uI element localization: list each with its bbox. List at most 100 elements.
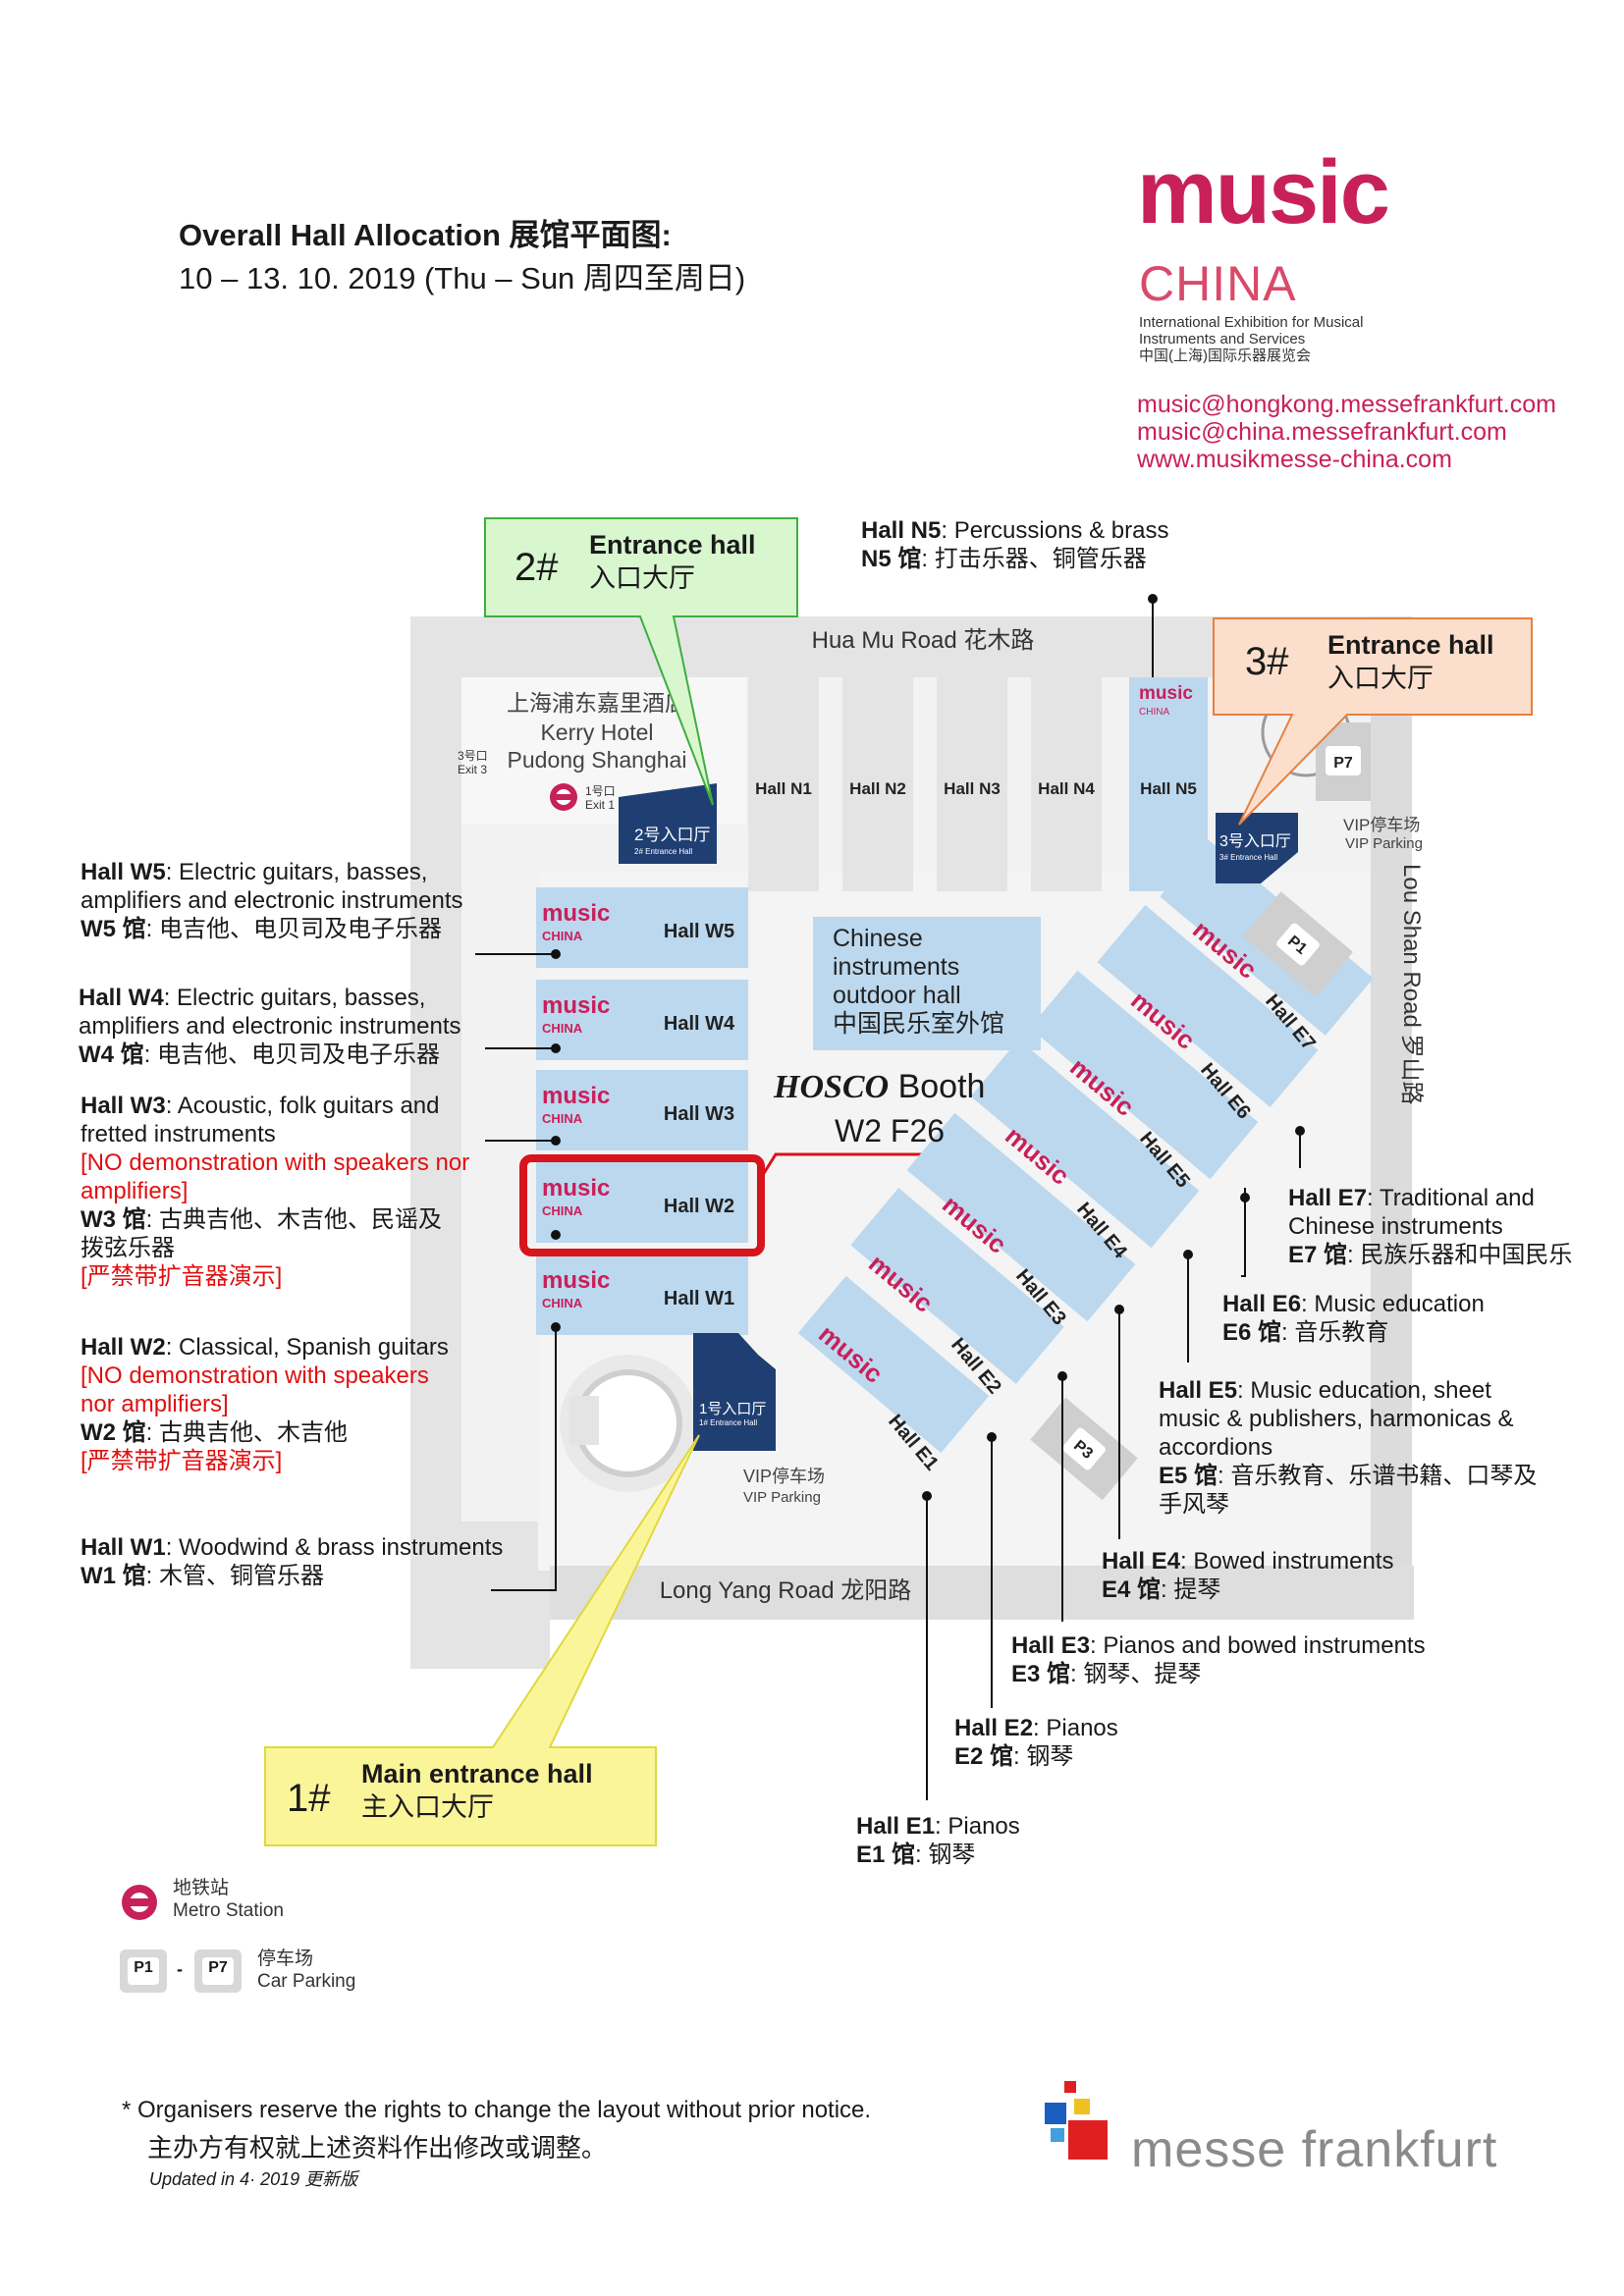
e7-cn: : 民族乐器和中国民乐 [1347,1242,1573,1268]
event-dates: 10 – 13. 10. 2019 (Thu – Sun 周四至周日) [179,261,746,295]
w2-cn-warning: [严禁带扩音器演示] [81,1448,283,1474]
n5-desc: : Percussions & brass [941,517,1169,544]
w4-music-badge: music [542,992,610,1019]
n5-china-badge: CHINA [1139,707,1169,718]
website-link[interactable]: www.musikmesse-china.com [1137,446,1452,473]
w3-warning-1: [NO demonstration with speakers nor [81,1149,470,1176]
w3-cn-hall: W3 馆 [81,1206,146,1233]
callout-3-cn: 入口大厅 [1327,664,1434,693]
callout-2-number: 2# [514,546,559,589]
e5-desc2: music & publishers, harmonicas & [1159,1406,1514,1432]
west-halls: music CHINA Hall W5 music CHINA Hall W4 … [519,887,992,1335]
w4-hall-name: Hall W4 [79,985,164,1011]
hall-n4-label: Hall N4 [1038,779,1095,798]
e7-desc2: Chinese instruments [1288,1213,1503,1240]
label-hall-w5: Hall W5: Electric guitars, basses, ampli… [81,858,463,943]
label-hall-w1: Hall W1: Woodwind & brass instruments W1… [81,1533,503,1590]
e1-cn: : 钢琴 [915,1842,976,1868]
e7-hall-name: Hall E7 [1288,1185,1368,1211]
w1-cn-hall: W1 馆 [81,1563,146,1589]
e3-cn-hall: E3 馆 [1011,1661,1071,1687]
hall-w1-label: Hall W1 [664,1288,734,1309]
n5-cn-hall: N5 馆 [861,546,922,572]
e5-cn2: 手风琴 [1159,1491,1229,1518]
callout-entrance-2: 2# [514,546,559,590]
w1-china-badge: CHINA [542,1296,583,1310]
vip-parking-en-east: VIP Parking [1345,835,1423,852]
email-link-china[interactable]: music@china.messefrankfurt.com [1137,418,1507,446]
legend-parking-cn: 停车场 [257,1949,314,1969]
legend-parking: 停车场 Car Parking [257,1948,355,1993]
logo-sub-line3: 中国(上海)国际乐器展览会 [1139,347,1311,364]
label-hall-e1: Hall E1: Pianos E1 馆: 钢琴 [856,1812,1020,1869]
legend-parking-en: Car Parking [257,1971,356,1992]
exit3-en: Exit 3 [458,763,487,776]
label-hall-e6: Hall E6: Music education E6 馆: 音乐教育 [1222,1290,1485,1347]
messe-frankfurt-wordmark: messe frankfurt [1131,2121,1498,2178]
e4-cn-hall: E4 馆 [1102,1576,1162,1603]
w5-hall-name: Hall W5 [81,859,166,885]
hall-w2-label: Hall W2 [664,1196,734,1217]
hosco-pointer-line [759,1152,992,1179]
exit3-cn: 3号口 [458,749,488,763]
logo-subtitle: International Exhibition for Musical Ins… [1139,314,1363,364]
e6-cn-hall: E6 馆 [1222,1319,1282,1346]
email-link-hk[interactable]: music@hongkong.messefrankfurt.com [1137,391,1556,418]
w4-china-badge: CHINA [542,1021,583,1036]
outdoor-hall [813,917,1041,1050]
e5-hall-name: Hall E5 [1159,1377,1238,1404]
e3-cn: : 钢琴、提琴 [1070,1661,1202,1687]
w2-desc: : Classical, Spanish guitars [165,1334,449,1361]
legend-parking-icons [120,1949,242,1993]
e5-desc: : Music education, sheet [1237,1377,1491,1404]
callout-2-text: Entrance hall 入口大厅 [589,528,756,595]
e2-desc: : Pianos [1033,1715,1118,1741]
w3-cn-warning: [严禁带扩音器演示] [81,1263,283,1290]
e1-cn-hall: E1 馆 [856,1842,916,1868]
w5-cn-hall: W5 馆 [81,916,146,942]
hotel-cn: 上海浦东嘉里酒店 [507,690,687,716]
e3-desc: : Pianos and bowed instruments [1090,1632,1426,1659]
entr2-cn: 2号入口厅 [634,826,710,844]
hall-n2-label: Hall N2 [849,779,906,798]
n5-cn: : 打击乐器、铜管乐器 [921,546,1147,572]
road-long-yang: Long Yang Road 龙阳路 [660,1577,912,1604]
road-hua-mu: Hua Mu Road 花木路 [812,627,1035,654]
north-halls: Hall N1 Hall N2 Hall N3 Hall N4 Hall N5 … [748,677,1208,891]
w1-hall-name: Hall W1 [81,1534,166,1561]
label-hall-e2: Hall E2: Pianos E2 馆: 钢琴 [954,1714,1118,1771]
title-en: Overall Hall Allocation [179,218,501,252]
w3-warning-2: amplifiers] [81,1178,189,1204]
hall-w3-label: Hall W3 [664,1103,734,1125]
hall-w5-label: Hall W5 [664,921,734,942]
w3-desc: : Acoustic, folk guitars and [165,1093,440,1119]
outdoor-cn: 中国民乐室外馆 [833,1010,1005,1038]
e6-desc: : Music education [1301,1291,1485,1317]
label-hall-e5: Hall E5: Music education, sheet music & … [1159,1376,1537,1519]
w2-china-badge: CHINA [542,1203,583,1218]
hall-n1-label: Hall N1 [755,779,812,798]
callout-3-title: Entrance hall [1327,630,1494,660]
page-title: Overall Hall Allocation 展馆平面图: [179,210,672,254]
exit1-cn: 1号口 [585,784,616,798]
n5-music-badge: music [1139,683,1193,704]
w2-hall-name: Hall W2 [81,1334,166,1361]
legend-p7: P7 [208,1959,228,1976]
callout-1-text: Main entrance hall 主入口大厅 [361,1757,593,1824]
e2-cn: : 钢琴 [1013,1743,1074,1770]
callout-entrance-3: 3# [1245,640,1289,684]
w2-music-badge: music [542,1175,610,1201]
outdoor-hall-label: Chinese instruments outdoor hall 中国民乐室外馆 [833,925,1004,1039]
entrance-callouts [264,517,1533,1846]
exit1-en: Exit 1 [585,798,615,812]
outdoor-en1: Chinese [833,925,923,952]
w3-cn: : 古典吉他、木吉他、民谣及 [145,1206,443,1233]
callout-1-title: Main entrance hall [361,1759,593,1789]
w4-cn: : 电吉他、电贝司及电子乐器 [143,1041,441,1068]
e5-desc3: accordions [1159,1434,1273,1461]
label-hall-e3: Hall E3: Pianos and bowed instruments E3… [1011,1631,1426,1688]
e4-hall-name: Hall E4 [1102,1548,1181,1575]
footer-note-en: * Organisers reserve the rights to chang… [122,2097,871,2124]
china-logo: CHINA [1139,256,1297,311]
entr1-cn: 1号入口厅 [699,1401,766,1417]
